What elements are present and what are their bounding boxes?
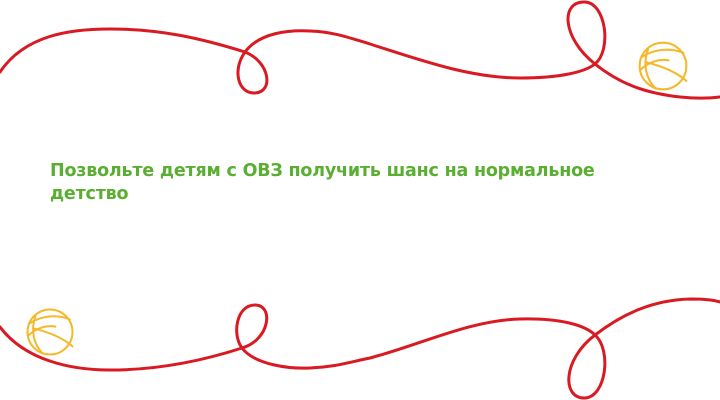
top-ribbon <box>0 0 720 100</box>
headline: Позвольте детям с ОВЗ получить шанс на н… <box>50 161 595 204</box>
bottom-ribbon <box>0 297 720 400</box>
beach-ball-icon <box>26 308 74 356</box>
beach-ball-icon <box>638 41 688 91</box>
